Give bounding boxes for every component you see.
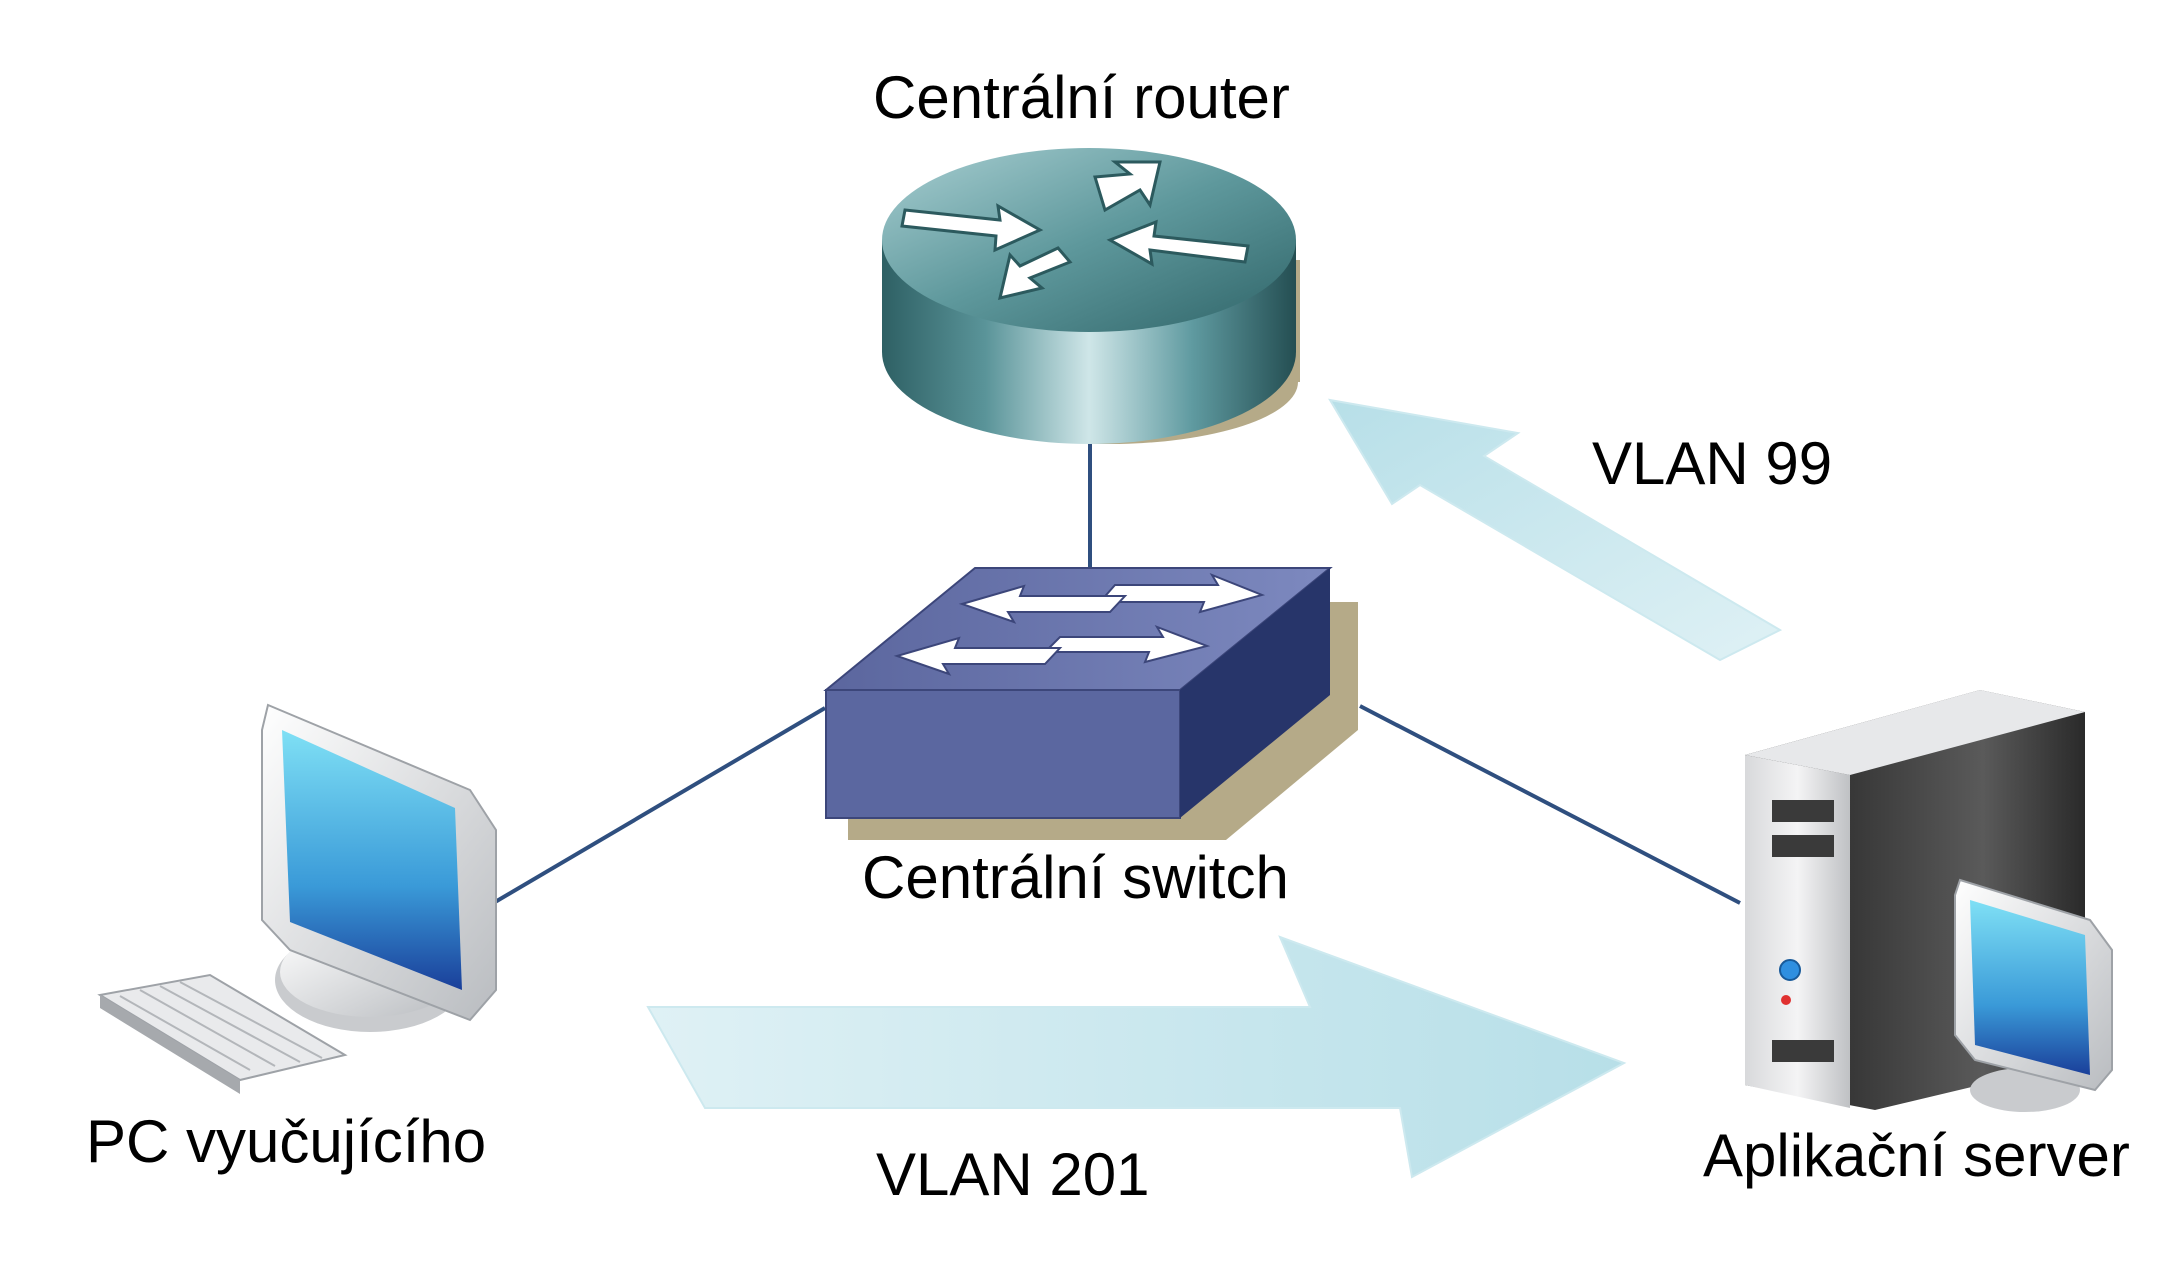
server-label: Aplikační server [1703,1122,2130,1189]
vlan99-label: VLAN 99 [1592,430,1833,497]
link-switch-server [1359,704,1741,905]
switch-icon[interactable] [823,567,1358,840]
vlan201-flow-arrow [646,935,1627,1179]
server-icon[interactable] [1745,690,2113,1112]
router-icon[interactable] [882,148,1300,444]
pc-icon[interactable] [97,703,497,1094]
pc-label: PC vyučujícího [86,1108,487,1175]
vlan201-label: VLAN 201 [876,1141,1150,1208]
router-label: Centrální router [873,64,1290,131]
vlan99-flow-arrow [1328,398,1783,662]
switch-label: Centrální switch [862,844,1289,911]
links [488,440,1741,907]
link-switch-pc [488,706,827,907]
